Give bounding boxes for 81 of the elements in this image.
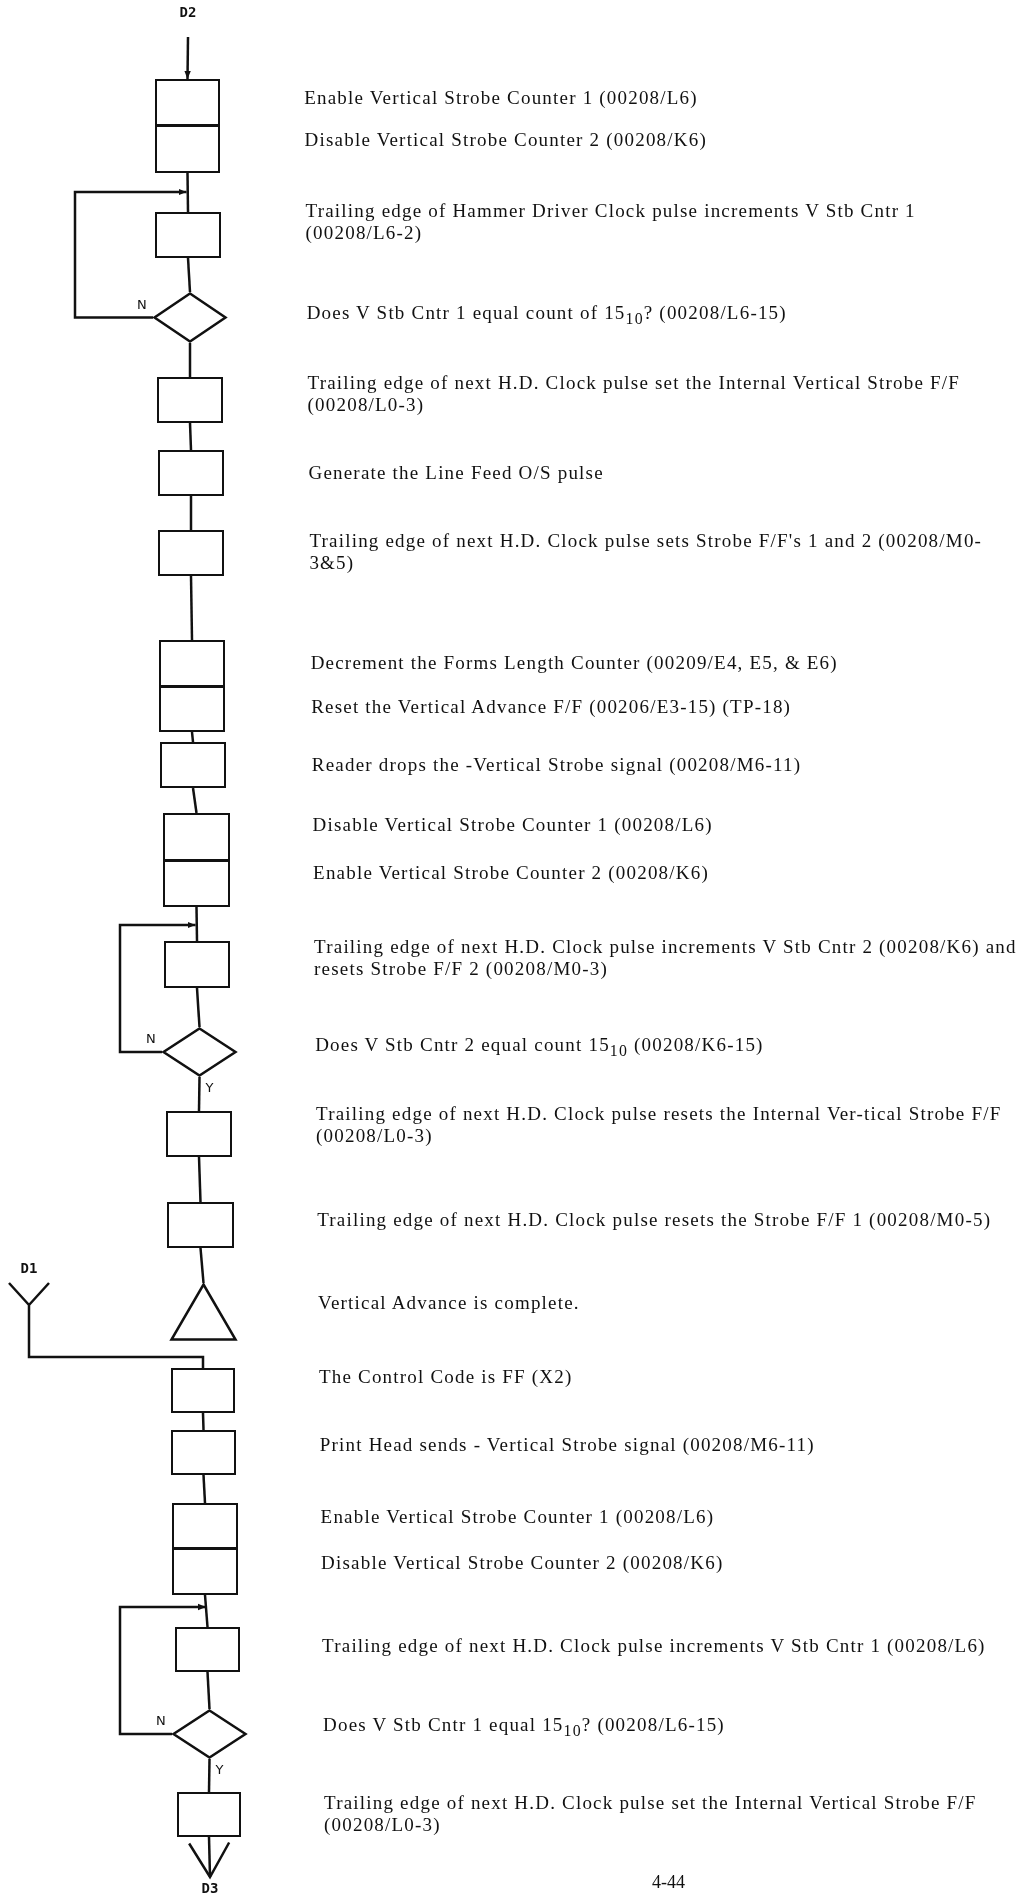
step-description: Trailing edge of next H.D. Clock pulse increments V Stb Cntr 2 (00208/K6) and resets Strobe F/F 2 (00208/M0-3) xyxy=(314,936,1018,980)
step-description: The Control Code is FF (X2) xyxy=(318,1366,574,1388)
step-description: Generate the Line Feed O/S pulse xyxy=(308,462,605,484)
process-box xyxy=(172,1503,238,1549)
edge-label: N xyxy=(146,1032,156,1045)
connector-line xyxy=(207,1759,211,1792)
process-box xyxy=(155,212,221,258)
step-description: Enable Vertical Strobe Counter 1 (00208/L6) xyxy=(304,87,699,109)
flow-arrow xyxy=(118,1603,206,1736)
step-description: Trailing edge of next H.D. Clock pulse resets the Internal Ver-tical Strobe F/F (00208/L0-3) xyxy=(316,1103,1003,1147)
step-description: Trailing edge of next H.D. Clock pulse increments V Stb Cntr 1 (00208/L6) xyxy=(322,1635,987,1657)
process-box xyxy=(159,686,225,732)
flow-arrow xyxy=(184,37,191,79)
connector-line xyxy=(189,575,194,641)
process-box xyxy=(171,1368,235,1413)
edge-label: N xyxy=(156,1714,166,1727)
connector-line xyxy=(27,1320,205,1368)
connector-line xyxy=(202,1474,207,1504)
flow-arrow xyxy=(73,188,187,319)
step-description: Disable Vertical Strobe Counter 2 (00208/K6) xyxy=(321,1552,725,1574)
step-description: Trailing edge of next H.D. Clock pulse sets Strobe F/F's 1 and 2 (00208/M0-3&5) xyxy=(309,530,984,574)
step-description: Trailing edge of next H.D. Clock pulse set the Internal Vertical Strobe F/F (00208/L0-3) xyxy=(324,1792,978,1836)
connector-line xyxy=(195,987,201,1028)
flow-arrow xyxy=(118,921,196,1054)
process-box xyxy=(159,640,225,687)
process-box xyxy=(158,450,224,496)
step-description: Decrement the Forms Length Counter (00209/E4, E5, & E6) xyxy=(310,652,839,674)
step-description: Does V Stb Cntr 2 equal count 15$_{10}$ (00208/K6-15) xyxy=(315,1034,765,1060)
process-box xyxy=(163,813,230,861)
connector-line xyxy=(199,1247,205,1284)
process-box xyxy=(177,1792,241,1837)
step-description: Does V Stb Cntr 1 equal count of 15$_{10}$? (00208/L6-15) xyxy=(306,302,788,328)
step-description: Disable Vertical Strobe Counter 2 (00208/K6) xyxy=(304,129,708,151)
connector-line xyxy=(195,907,199,941)
connector-line xyxy=(206,1671,211,1710)
edge-label: Y xyxy=(205,1081,214,1094)
step-description: Reset the Vertical Advance F/F (00206/E3-15) (TP-18) xyxy=(311,696,793,718)
offpage-connector: D2 xyxy=(172,4,204,37)
edge-label: Y xyxy=(215,1763,224,1776)
offpage-connector: D3 xyxy=(194,1877,226,1897)
connector-line xyxy=(201,1412,205,1431)
step-description: Print Head sends - Vertical Strobe signal (00208/M6-11) xyxy=(319,1434,816,1456)
process-box xyxy=(166,1111,232,1157)
process-box xyxy=(160,742,226,788)
process-box xyxy=(171,1430,236,1475)
connector-line xyxy=(197,1156,202,1203)
process-box xyxy=(167,1202,234,1248)
process-box xyxy=(155,125,220,173)
connector-line xyxy=(191,787,198,814)
process-box xyxy=(158,530,224,576)
process-box xyxy=(163,860,230,907)
flow-arrow xyxy=(187,1836,231,1879)
page-number: 4-44 xyxy=(652,1872,685,1893)
connector-line xyxy=(188,343,192,377)
offpage-connector: D1 xyxy=(8,1258,50,1320)
connector-line xyxy=(186,257,192,293)
edge-label: N xyxy=(137,297,147,311)
connector-line xyxy=(188,422,193,451)
step-description: Trailing edge of next H.D. Clock pulse resets the Strobe F/F 1 (00208/M0-5) xyxy=(317,1209,993,1231)
step-description: Trailing edge of Hammer Driver Clock pulse increments V Stb Cntr 1 (00208/L6-2) xyxy=(305,200,917,244)
step-description: Enable Vertical Strobe Counter 2 (00208/K6) xyxy=(313,862,710,884)
step-description: Enable Vertical Strobe Counter 1 (00208/L6) xyxy=(320,1506,716,1528)
step-description: Reader drops the -Vertical Strobe signal (00208/M6-11) xyxy=(311,754,803,776)
process-box xyxy=(172,1548,238,1595)
connector-line xyxy=(189,496,193,530)
step-description: Trailing edge of next H.D. Clock pulse set the Internal Vertical Strobe F/F (00208/L0-3) xyxy=(307,372,962,416)
decision-diamond xyxy=(153,292,227,343)
connector-line xyxy=(190,731,195,743)
process-box xyxy=(157,377,223,423)
connector-line xyxy=(197,1077,201,1111)
terminal-triangle xyxy=(170,1283,237,1341)
process-box xyxy=(155,79,220,126)
step-description: Vertical Advance is complete. xyxy=(318,1292,581,1314)
process-box xyxy=(175,1627,240,1672)
step-description: Disable Vertical Strobe Counter 1 (00208/L6) xyxy=(312,814,714,836)
decision-diamond xyxy=(162,1027,237,1077)
step-description: Does V Stb Cntr 1 equal 15$_{10}$? (00208/L6-15) xyxy=(323,1714,726,1740)
decision-diamond xyxy=(172,1709,247,1759)
connector-line xyxy=(186,173,190,212)
process-box xyxy=(164,941,230,988)
connector-line xyxy=(203,1594,209,1628)
